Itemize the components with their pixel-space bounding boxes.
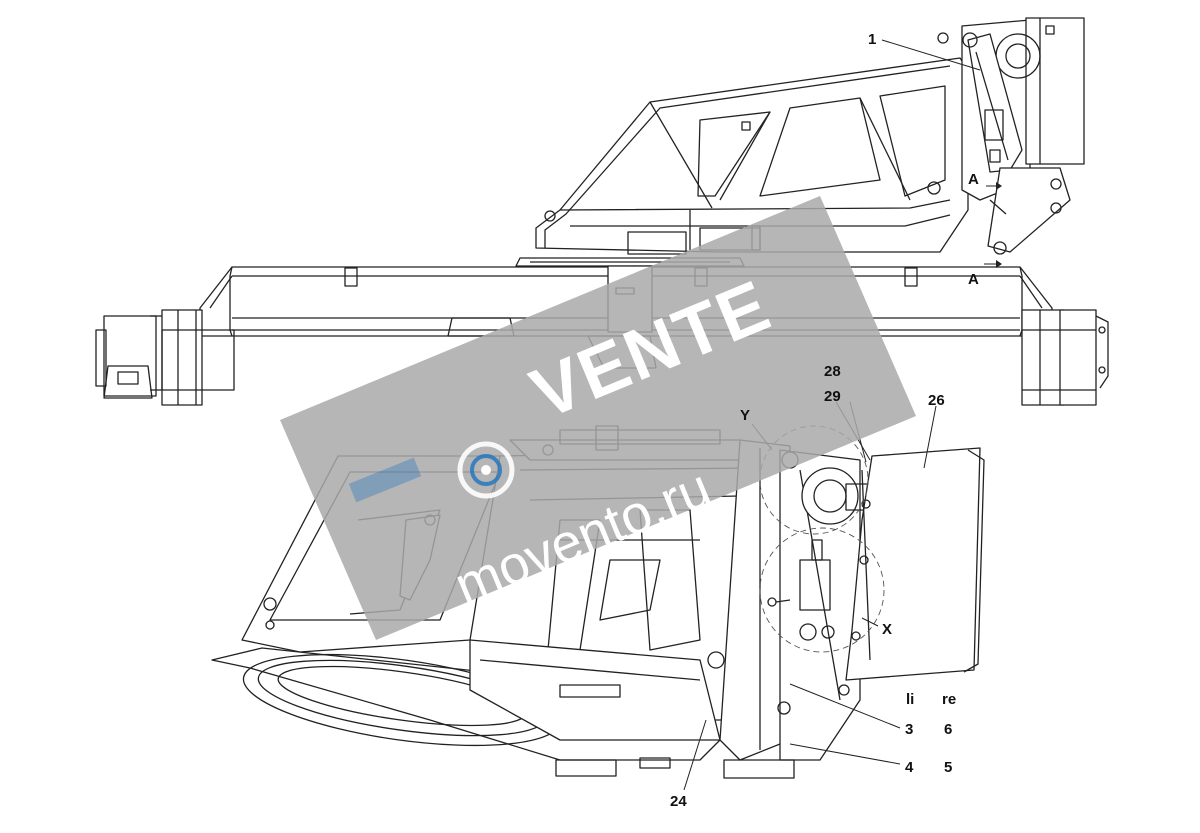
callout-y: Y [740, 407, 751, 424]
callout-5: 5 [944, 759, 953, 776]
callout-1: 1 [868, 31, 877, 48]
callout-6: 6 [944, 721, 953, 738]
callout-li: li [906, 691, 915, 708]
upper-motor-assembly [937, 17, 1085, 255]
callout-26: 26 [928, 392, 945, 409]
watermark [280, 196, 916, 640]
callout-a-lower: A [968, 271, 979, 288]
callout-3: 3 [905, 721, 914, 738]
callout-28: 28 [824, 363, 841, 380]
section-arrows [996, 182, 1002, 268]
right-end-unit [1021, 309, 1109, 406]
callout-4: 4 [905, 759, 914, 776]
callout-29: 29 [824, 388, 841, 405]
callout-24: 24 [670, 793, 687, 810]
callout-re: re [942, 691, 957, 708]
watermark-logo-icon [348, 441, 515, 503]
left-end-unit [95, 309, 235, 406]
callout-x: X [882, 621, 893, 638]
callout-a-upper: A [968, 171, 979, 188]
